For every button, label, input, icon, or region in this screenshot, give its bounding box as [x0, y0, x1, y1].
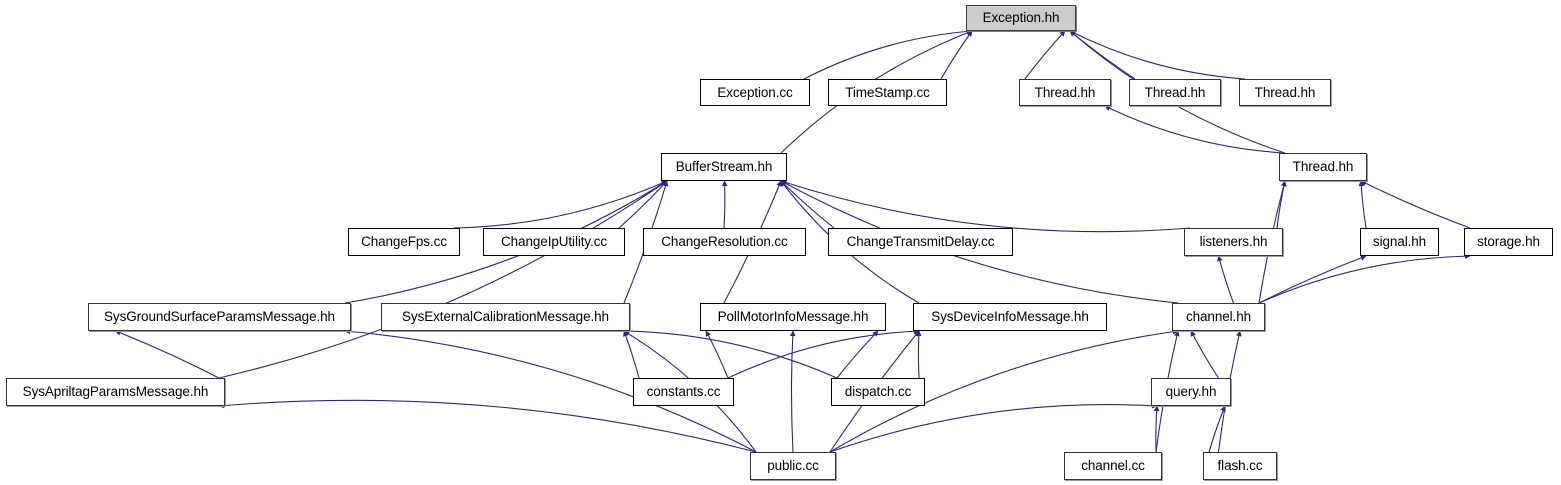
graph-node-flash-cc[interactable]: flash.cc	[1203, 452, 1277, 480]
graph-node-label: SysExternalCalibrationMessage.hh	[402, 309, 609, 325]
graph-node-label: signal.hh	[1372, 234, 1427, 250]
graph-node-label: SysGroundSurfaceParamsMessage.hh	[104, 309, 335, 325]
graph-node-dispatch-cc[interactable]: dispatch.cc	[831, 378, 925, 406]
edge-thread-hh-d-to-thread-hh-a	[1104, 105, 1286, 154]
graph-node-label: SysDeviceInfoMessage.hh	[931, 309, 1089, 325]
graph-node-label: flash.cc	[1217, 458, 1263, 474]
edge-channel-cc-to-query-hh	[1153, 405, 1160, 453]
graph-node-sysapriltag-hh[interactable]: SysApriltagParamsMessage.hh	[6, 378, 225, 406]
graph-node-label: constants.cc	[646, 384, 721, 400]
graph-node-label: public.cc	[767, 458, 819, 474]
graph-node-exception-cc[interactable]: Exception.cc	[700, 79, 810, 106]
graph-node-label: Exception.cc	[717, 84, 793, 100]
graph-node-listeners-hh[interactable]: listeners.hh	[1184, 228, 1283, 256]
edge-dispatch-cc-to-sysdeviceinfo-hh	[915, 330, 922, 379]
edge-listeners-hh-to-bufferstream-hh	[780, 179, 1191, 233]
graph-node-label: Exception.hh	[982, 10, 1060, 26]
edge-changeiputility-cc-to-bufferstream-hh	[618, 180, 668, 229]
graph-node-label: PollMotorInfoMessage.hh	[717, 309, 869, 325]
edge-public-cc-to-sysapriltag-hh	[218, 399, 757, 453]
graph-node-label: storage.hh	[1477, 234, 1540, 250]
edge-sysapriltag-hh-to-sysgroundsurface-hh	[114, 330, 220, 379]
graph-node-constants-cc[interactable]: constants.cc	[633, 378, 734, 406]
graph-node-sysexternalcal-hh[interactable]: SysExternalCalibrationMessage.hh	[381, 303, 630, 331]
graph-node-label: SysApriltagParamsMessage.hh	[22, 384, 209, 400]
edge-dispatch-cc-to-sysexternalcal-hh	[623, 328, 838, 379]
edge-storage-hh-to-thread-hh-d	[1360, 180, 1471, 229]
graph-node-bufferstream-hh[interactable]: BufferStream.hh	[661, 153, 787, 181]
edge-exception-cc-to-exception-hh	[803, 28, 973, 80]
edge-changeresolution-cc-to-bufferstream-hh	[721, 180, 728, 229]
edge-sysapriltag-hh-to-bufferstream-hh	[218, 180, 668, 379]
edge-timestamp-cc-to-exception-hh	[940, 30, 973, 80]
graph-node-label: ChangeFps.cc	[361, 234, 447, 250]
graph-node-label: listeners.hh	[1199, 234, 1268, 250]
edge-constants-cc-to-sysexternalcal-hh	[623, 330, 640, 379]
edge-channel-hh-to-signal-hh	[1258, 255, 1367, 304]
edge-flash-cc-to-query-hh	[1208, 405, 1226, 453]
graph-node-label: channel.cc	[1081, 458, 1145, 474]
graph-node-thread-hh-d[interactable]: Thread.hh	[1279, 153, 1367, 181]
graph-node-label: ChangeResolution.cc	[661, 234, 788, 250]
edge-channel-hh-to-storage-hh	[1258, 253, 1471, 304]
graph-node-channel-hh[interactable]: channel.hh	[1172, 303, 1265, 331]
graph-node-exception-hh[interactable]: Exception.hh	[966, 5, 1076, 31]
graph-node-sysdeviceinfo-hh[interactable]: SysDeviceInfoMessage.hh	[913, 303, 1107, 331]
graph-node-label: TimeStamp.cc	[845, 84, 930, 100]
edge-changefps-cc-to-bufferstream-hh	[453, 180, 668, 229]
edge-changetransmit-cc-to-bufferstream-hh	[780, 180, 835, 229]
graph-node-pollmotorinfo-hh[interactable]: PollMotorInfoMessage.hh	[700, 303, 886, 331]
graph-node-label: BufferStream.hh	[675, 159, 773, 175]
graph-node-label: Thread.hh	[1144, 84, 1206, 100]
graph-node-channel-cc[interactable]: channel.cc	[1064, 452, 1162, 480]
graph-node-label: Thread.hh	[1292, 159, 1354, 175]
edge-constants-cc-to-sysdeviceinfo-hh	[727, 328, 920, 379]
edge-dispatch-cc-to-pollmotorinfo-hh	[836, 330, 879, 379]
edge-thread-hh-c-to-exception-hh	[1069, 30, 1246, 80]
edge-constants-cc-to-pollmotorinfo-hh	[705, 330, 729, 379]
graph-node-thread-hh-b[interactable]: Thread.hh	[1129, 79, 1221, 106]
graph-node-thread-hh-c[interactable]: Thread.hh	[1239, 79, 1331, 106]
graph-node-changefps-cc[interactable]: ChangeFps.cc	[348, 228, 460, 256]
graph-node-label: ChangeIpUtility.cc	[501, 234, 607, 250]
graph-node-changeiputility-cc[interactable]: ChangeIpUtility.cc	[483, 228, 625, 256]
graph-node-signal-hh[interactable]: signal.hh	[1360, 228, 1439, 256]
graph-node-label: query.hh	[1165, 384, 1217, 400]
edge-signal-hh-to-thread-hh-d	[1358, 180, 1367, 229]
graph-node-changetransmit-cc[interactable]: ChangeTransmitDelay.cc	[828, 228, 1013, 256]
graph-node-public-cc[interactable]: public.cc	[750, 452, 836, 480]
graph-node-label: dispatch.cc	[844, 384, 912, 400]
graph-node-timestamp-cc[interactable]: TimeStamp.cc	[828, 79, 947, 106]
graph-node-thread-hh-a[interactable]: Thread.hh	[1019, 79, 1111, 106]
graph-node-label: Thread.hh	[1034, 84, 1096, 100]
edge-thread-hh-a-to-exception-hh	[1024, 30, 1066, 80]
graph-node-label: ChangeTransmitDelay.cc	[846, 234, 995, 250]
edge-query-hh-to-channel-hh	[1190, 330, 1219, 379]
edge-listeners-hh-to-thread-hh-d	[1276, 180, 1287, 229]
graph-node-label: Thread.hh	[1254, 84, 1316, 100]
graph-node-storage-hh[interactable]: storage.hh	[1464, 228, 1553, 256]
graph-node-query-hh[interactable]: query.hh	[1151, 378, 1231, 406]
edge-public-cc-to-pollmotorinfo-hh	[789, 330, 796, 453]
edge-channel-hh-to-listeners-hh	[1217, 255, 1235, 304]
graph-node-changeresolution-cc[interactable]: ChangeResolution.cc	[643, 228, 806, 256]
graph-node-label: channel.hh	[1185, 309, 1252, 325]
edge-public-cc-to-query-hh	[829, 402, 1158, 453]
graph-node-sysgroundsurface-hh[interactable]: SysGroundSurfaceParamsMessage.hh	[88, 303, 351, 331]
edge-thread-hh-b-to-exception-hh	[1069, 30, 1136, 80]
